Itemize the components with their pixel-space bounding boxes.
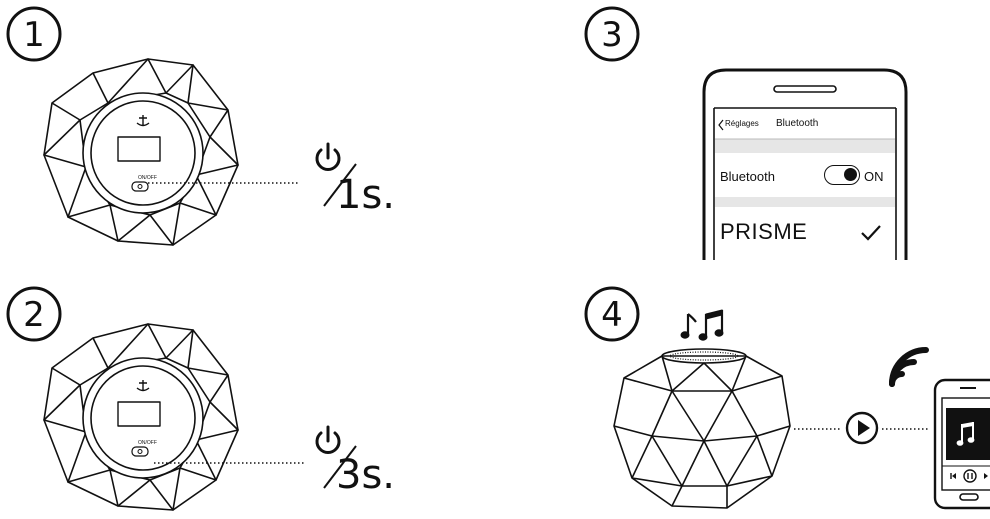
speaker-playing: [612, 346, 792, 514]
phone-player-illustration: [932, 378, 990, 514]
screen-title: Bluetooth: [776, 118, 819, 129]
step-3-number: 3: [582, 4, 642, 64]
svg-text:2: 2: [23, 295, 45, 335]
checkmark-icon: [861, 225, 881, 241]
music-notes-icon: [678, 306, 728, 344]
back-link[interactable]: Réglages: [725, 119, 759, 128]
svg-text:1: 1: [23, 15, 45, 55]
power-icon: [310, 140, 346, 176]
connector-line-1: [148, 182, 298, 184]
connector-line-3: [794, 428, 840, 430]
speaker-step-2: ON/OFF: [38, 320, 243, 515]
chevron-left-icon[interactable]: [717, 119, 725, 131]
slash-divider-1: [323, 163, 357, 207]
speaker-step-1: ON/OFF: [38, 55, 243, 250]
power-icon: [310, 423, 346, 459]
phone-settings-illustration: Réglages Bluetooth Bluetooth ON PRISME: [700, 66, 910, 260]
slash-divider-2: [323, 445, 357, 489]
bluetooth-toggle[interactable]: [824, 165, 860, 185]
svg-text:ON/OFF: ON/OFF: [138, 440, 157, 446]
connector-line-4: [882, 428, 930, 430]
duration-1s: 1s.: [336, 172, 396, 218]
toggle-state-label: ON: [864, 169, 884, 184]
svg-text:4: 4: [601, 295, 623, 335]
play-icon[interactable]: [844, 410, 880, 446]
svg-text:ON/OFF: ON/OFF: [138, 175, 157, 181]
music-note-icon: [956, 422, 975, 446]
step-1-number: 1: [4, 4, 64, 64]
step-4-number: 4: [582, 284, 642, 344]
step-2-number: 2: [4, 284, 64, 344]
bluetooth-row-label: Bluetooth: [720, 169, 775, 184]
svg-text:3: 3: [601, 15, 623, 55]
device-name[interactable]: PRISME: [720, 219, 808, 244]
connector-line-2: [154, 462, 304, 464]
duration-3s: 3s.: [336, 452, 396, 498]
wifi-signal-icon: [880, 332, 940, 392]
